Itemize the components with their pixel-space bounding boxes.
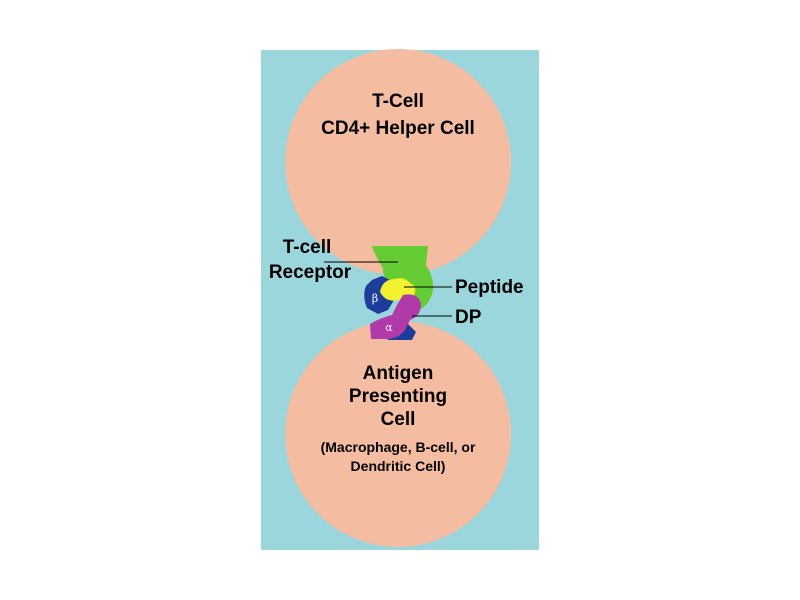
t-cell-title: T-Cell [372, 91, 424, 112]
beta-symbol: β [372, 292, 378, 305]
apc-examples-line1: (Macrophage, B-cell, or [321, 439, 476, 455]
t-cell-subtitle: CD4+ Helper Cell [321, 118, 475, 139]
receptor-label-line2: Receptor [269, 262, 352, 283]
apc-title-line2: Presenting [349, 386, 447, 407]
apc-title-line3: Cell [381, 409, 416, 430]
apc-examples-line2: Dendritic Cell) [351, 458, 446, 474]
antigen-presenting-cell-body [285, 321, 511, 547]
mhc-alpha-chain [370, 294, 421, 340]
dp-label: DP [455, 307, 482, 328]
peptide-label: Peptide [455, 277, 524, 298]
receptor-label-line1: T-cell [283, 237, 332, 258]
t-cell-body [285, 49, 511, 275]
alpha-symbol: α [385, 321, 393, 334]
apc-title-line1: Antigen [363, 363, 434, 384]
